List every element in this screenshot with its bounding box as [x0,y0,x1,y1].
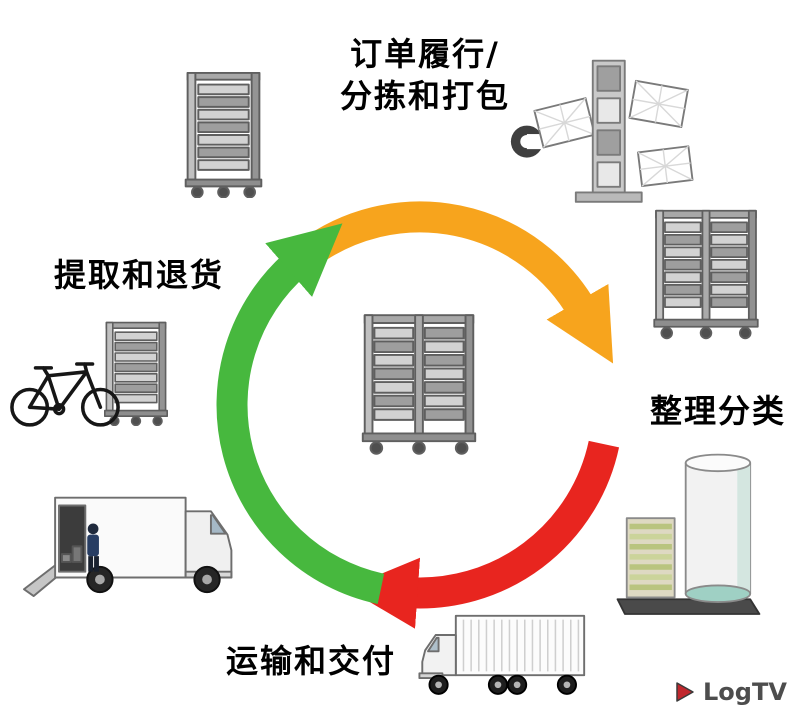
brand-name: LogTV [703,678,787,706]
shelf-cart-right [653,209,759,340]
stage-label-pick-returns: 提取和退货 [54,256,225,294]
arrow-red [346,440,620,629]
shelf-cart-left [103,321,169,426]
shelf-cart-center [361,314,477,455]
arrow-green [216,223,385,605]
sorting-machine-bottom-right [616,453,761,615]
stage-label-fulfillment-line2: 分拣和打包 [339,76,510,115]
delivery-van-bottom-left [22,496,233,598]
arrow-orange [297,201,614,364]
shelf-cart-top-left [184,71,263,198]
stage-label-fulfillment: 订单履行/ 分拣和打包 [308,34,542,117]
box-truck-bottom [418,614,586,695]
play-icon [676,682,694,702]
bicycle-left [10,362,120,427]
stage-label-sorting: 整理分类 [650,392,787,430]
stage-label-transport: 运输和交付 [226,642,397,680]
stage-label-fulfillment-line1: 订单履行/ [350,35,500,73]
brand-watermark: LogTV [672,678,787,706]
